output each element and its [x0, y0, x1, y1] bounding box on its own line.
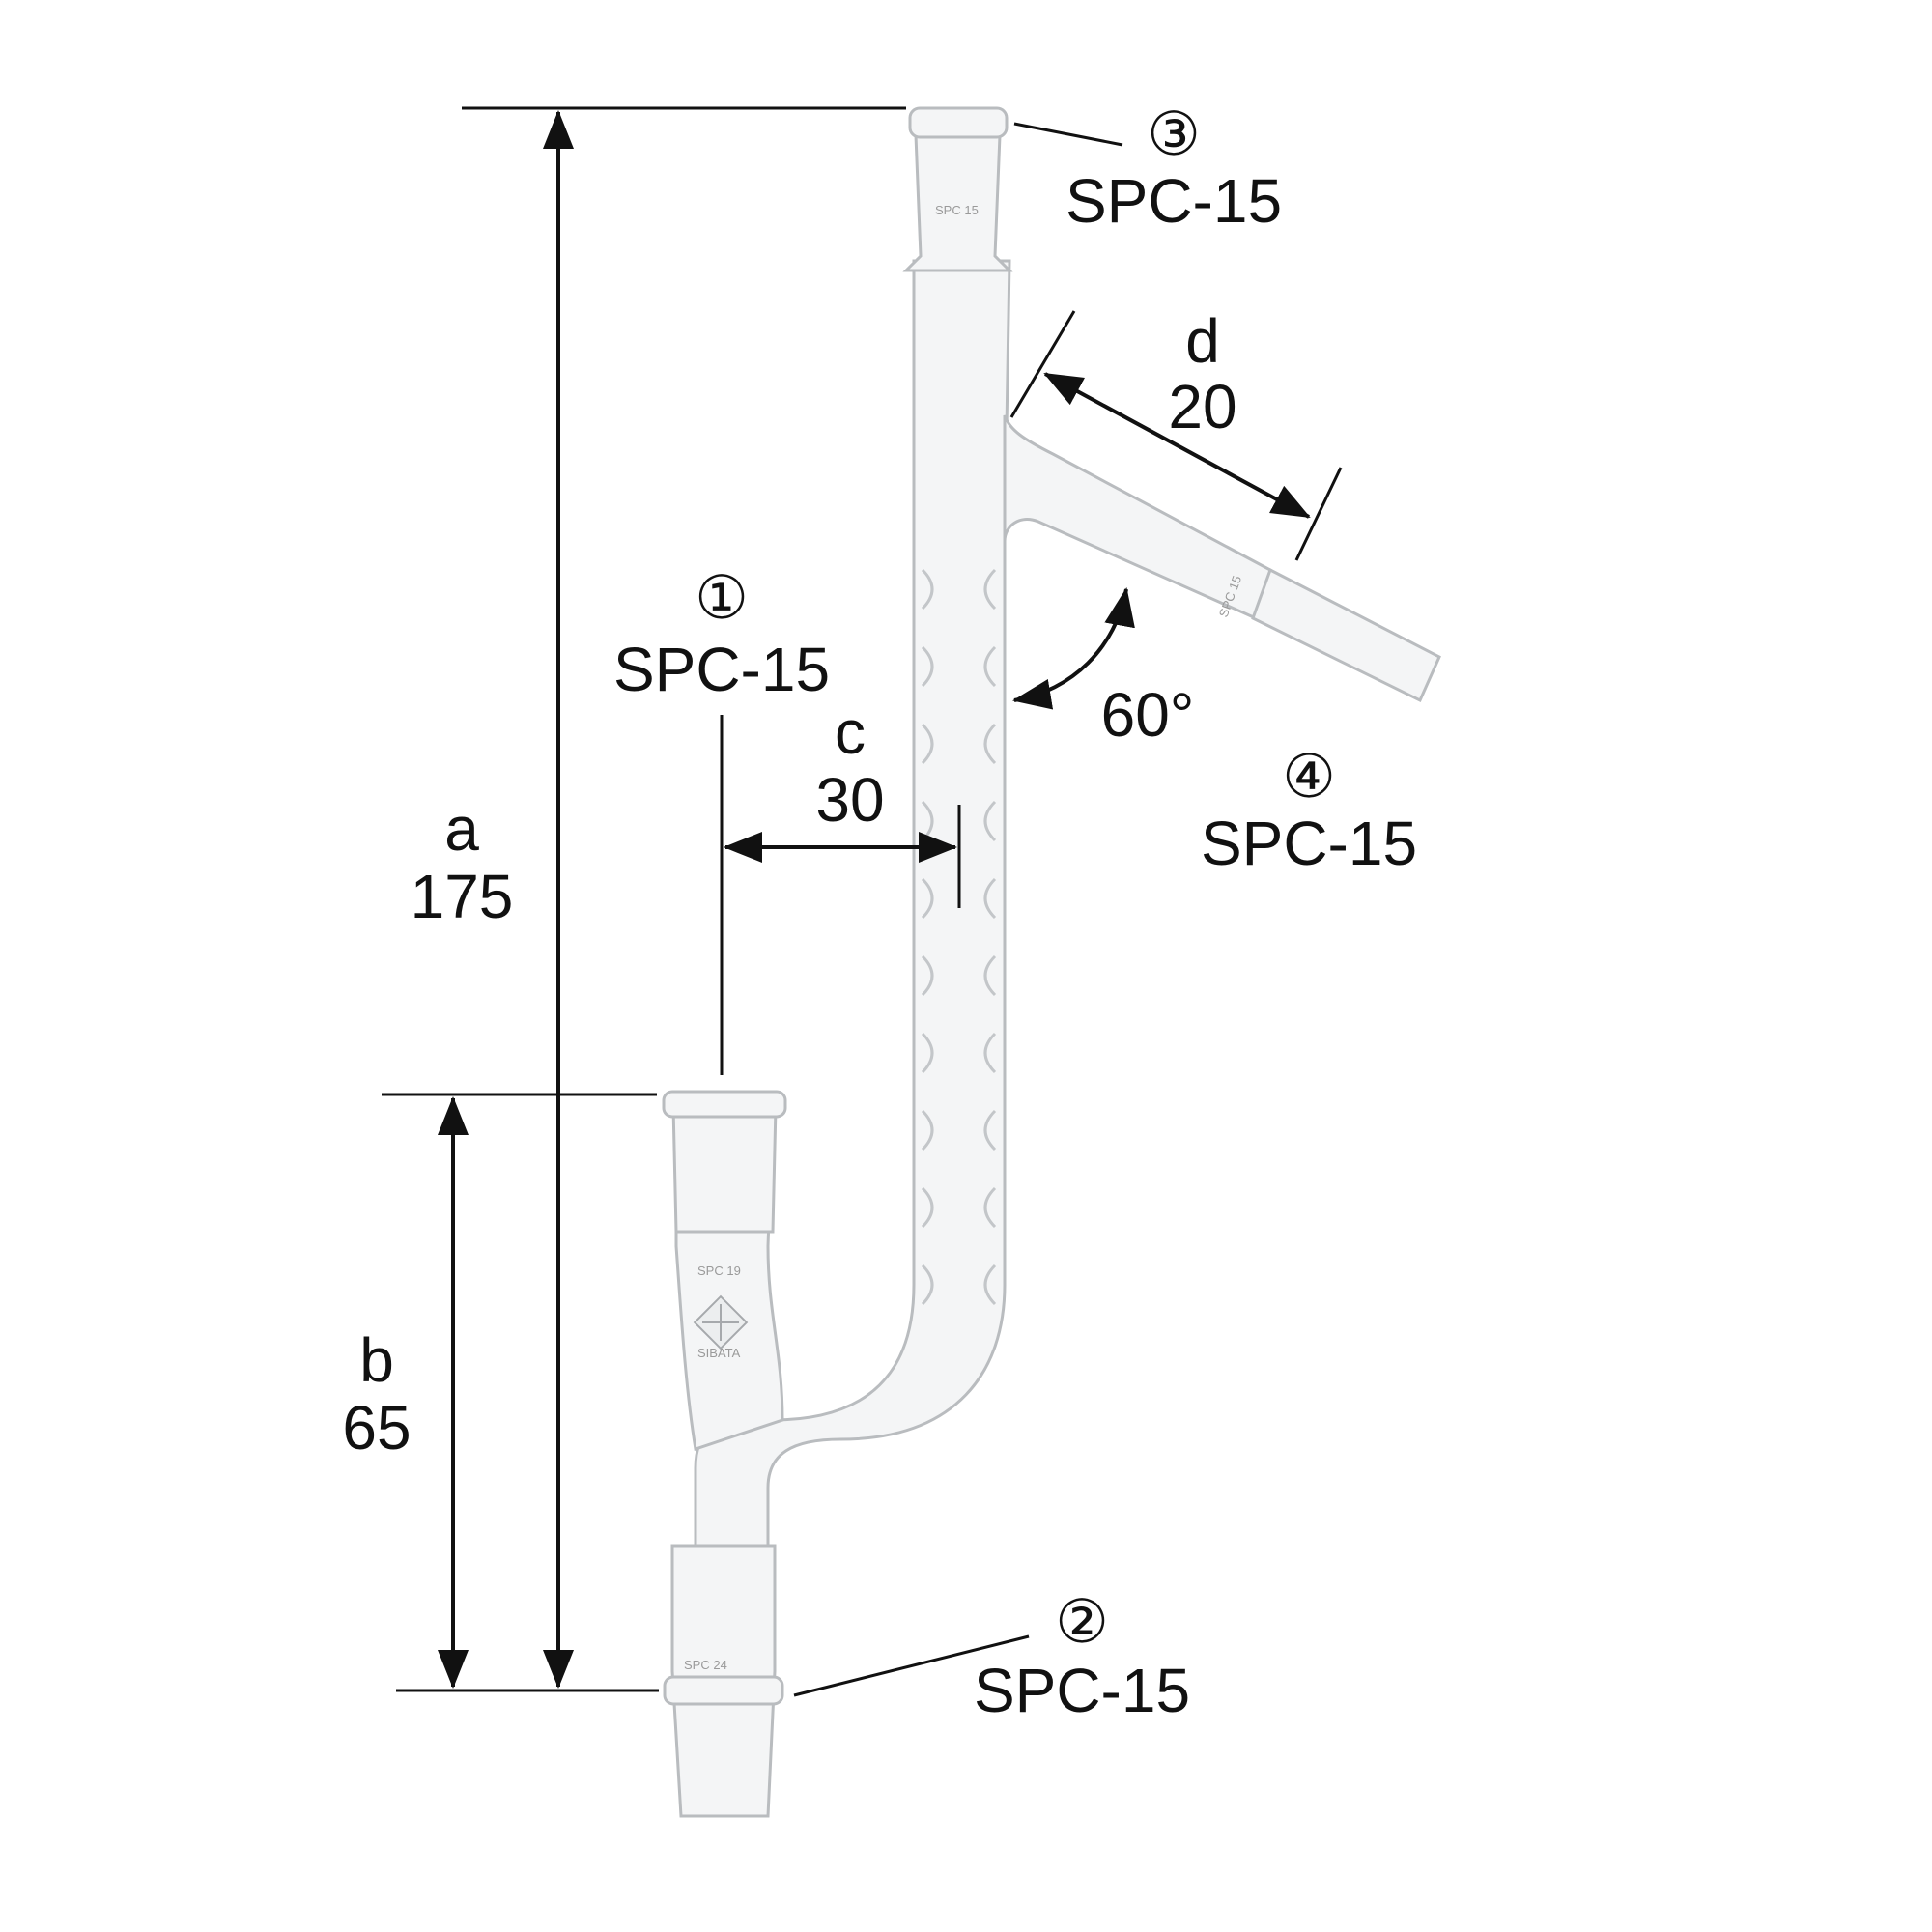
- glassware-illustration: SPC 15 SPC 15 SPC 19 SIBATA SPC 24: [662, 106, 1441, 1818]
- top-joint-rim: [908, 106, 1009, 139]
- dim-angle-value: 60°: [1101, 680, 1195, 750]
- leader-port-2: [793, 1634, 1030, 1697]
- ext-line-d-left: [1009, 310, 1076, 418]
- port-3-number: ③: [1147, 101, 1201, 168]
- top-joint-marking: SPC 15: [935, 203, 979, 217]
- port-1-number: ①: [695, 565, 749, 632]
- dim-b-letter: b: [359, 1325, 394, 1395]
- port-4-spec: SPC-15: [1201, 809, 1417, 878]
- brand-marking: SIBATA: [697, 1346, 741, 1360]
- left-joint-marking: SPC 19: [697, 1264, 741, 1278]
- dim-a-letter: a: [444, 794, 479, 864]
- port-2-spec: SPC-15: [974, 1656, 1190, 1725]
- ext-line-d-right: [1294, 467, 1343, 561]
- dim-c-value: 30: [815, 765, 884, 835]
- leader-port-3: [1013, 122, 1123, 147]
- bottom-joint-rim: [663, 1675, 784, 1706]
- dimension-labels: a 175 b 65 c 30 d 20 60°: [342, 306, 1236, 1463]
- condenser-dimples: [921, 568, 997, 1306]
- dim-d-line: [1043, 372, 1311, 519]
- dimension-lines: [382, 106, 1343, 1697]
- sibata-logo: [693, 1294, 749, 1350]
- bottom-joint-marking: SPC 24: [684, 1658, 727, 1672]
- port-labels: ① SPC-15 ② SPC-15 ③ SPC-15 ④ SPC-15: [613, 101, 1417, 1725]
- dim-c-letter: c: [835, 697, 866, 767]
- dim-a-value: 175: [411, 862, 514, 931]
- left-joint: [671, 1104, 778, 1234]
- dim-d-value: 20: [1168, 372, 1236, 441]
- port-1-spec: SPC-15: [613, 635, 830, 704]
- dim-b-value: 65: [342, 1393, 411, 1463]
- port-4-number: ④: [1282, 744, 1336, 810]
- side-joint: [1251, 567, 1441, 703]
- dim-d-letter: d: [1185, 306, 1220, 376]
- left-joint-rim: [662, 1090, 787, 1119]
- port-2-number: ②: [1055, 1589, 1109, 1656]
- port-3-spec: SPC-15: [1065, 166, 1282, 236]
- dim-angle-arc: [1012, 587, 1135, 710]
